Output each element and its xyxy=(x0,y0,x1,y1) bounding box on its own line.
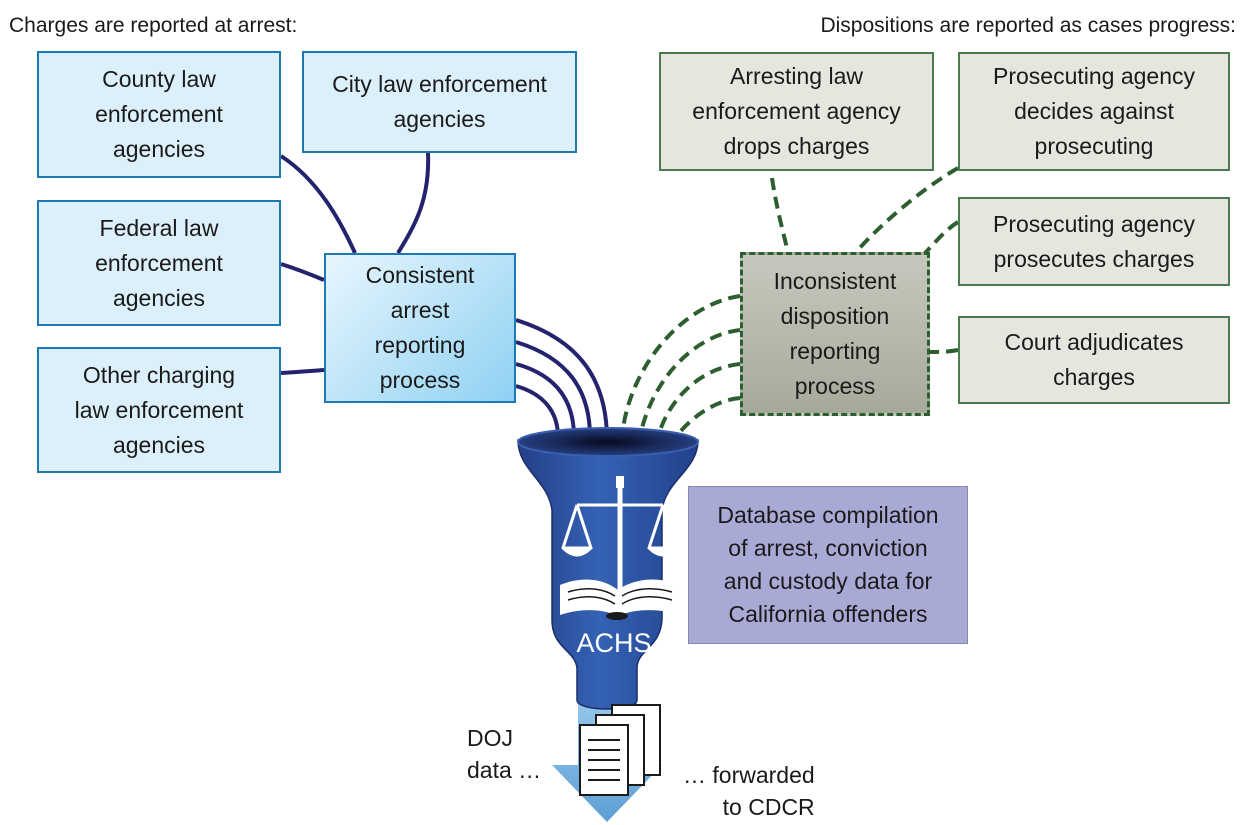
arrest-to-funnel-lines xyxy=(515,318,609,438)
federal-agencies-box: Federal law enforcement agencies xyxy=(37,200,281,326)
city-agencies-box: City law enforcement agencies xyxy=(302,51,577,153)
arrest-process-box: Consistent arrest reporting process xyxy=(324,253,516,403)
documents-icon xyxy=(579,704,661,796)
achs-label: ACHS xyxy=(576,628,651,658)
connector-other xyxy=(280,368,325,375)
other-agencies-box: Other charging law enforcement agencies xyxy=(37,347,281,473)
database-note-box: Database compilation of arrest, convicti… xyxy=(688,486,968,644)
doj-data-label: DOJ data … xyxy=(467,725,542,783)
scales-icon xyxy=(561,476,679,590)
book-icon xyxy=(560,579,680,620)
connector-prosecutes xyxy=(920,220,960,258)
disposition-process-box: Inconsistent disposition reporting proce… xyxy=(740,252,930,416)
agency-connectors xyxy=(279,151,431,375)
prosecutes-box: Prosecuting agency prosecutes charges xyxy=(958,197,1230,286)
connector-decides xyxy=(854,166,960,254)
disposition-to-funnel-lines xyxy=(620,294,741,439)
connector-court xyxy=(929,348,959,354)
connector-county xyxy=(279,154,357,254)
header-dispositions: Dispositions are reported as cases progr… xyxy=(820,14,1236,37)
connector-federal xyxy=(280,262,325,282)
header-arrest: Charges are reported at arrest: xyxy=(9,14,298,37)
decides-against-box: Prosecuting agency decides against prose… xyxy=(958,52,1230,171)
achs-funnel xyxy=(517,427,699,710)
drops-charges-box: Arresting law enforcement agency drops c… xyxy=(659,52,934,171)
connector-city xyxy=(396,151,431,255)
connector-drops xyxy=(770,177,790,253)
county-agencies-box: County law enforcement agencies xyxy=(37,51,281,178)
court-adjudicates-box: Court adjudicates charges xyxy=(958,316,1230,404)
forwarded-label: … forwarded to CDCR xyxy=(683,762,815,820)
